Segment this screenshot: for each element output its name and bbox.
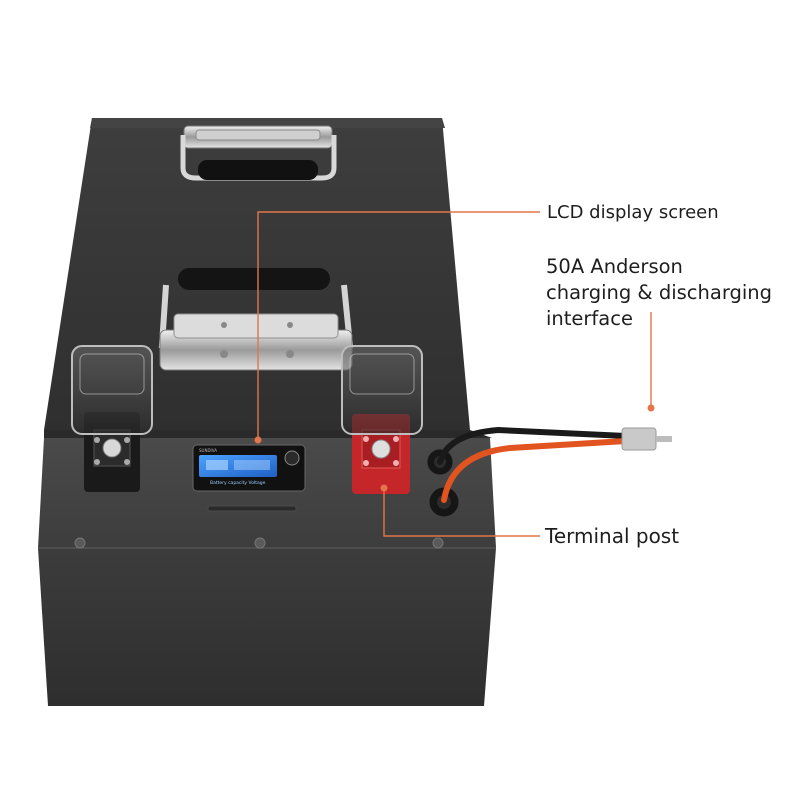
lcd-brand: SUNDIVA	[199, 448, 217, 453]
vent-slot	[207, 505, 297, 512]
anderson-cable	[437, 426, 672, 503]
anderson-label-line-1: 50A Anderson	[546, 255, 683, 278]
anderson-label-line-3: interface	[546, 307, 633, 330]
anderson-label-line-2: charging & discharging	[546, 281, 773, 304]
battery-front-face	[38, 537, 496, 706]
lcd-display: SUNDIVA Battery capacity Voltage	[192, 444, 306, 492]
rear-handle	[180, 125, 337, 181]
callout-lines	[254, 211, 655, 537]
positive-terminal	[341, 345, 423, 494]
terminal-callout-line	[383, 490, 540, 537]
negative-terminal	[71, 345, 153, 492]
lcd-display-label: LCD display screen	[547, 202, 719, 223]
lcd-callout-line	[257, 211, 540, 440]
anderson-connector	[621, 427, 657, 451]
terminal-post-label: Terminal post	[545, 524, 680, 548]
anderson-interface-label: 50A Anderson charging & discharging inte…	[546, 254, 772, 332]
front-handle	[158, 268, 354, 371]
lcd-caption: Battery capacity Voltage	[210, 480, 266, 486]
